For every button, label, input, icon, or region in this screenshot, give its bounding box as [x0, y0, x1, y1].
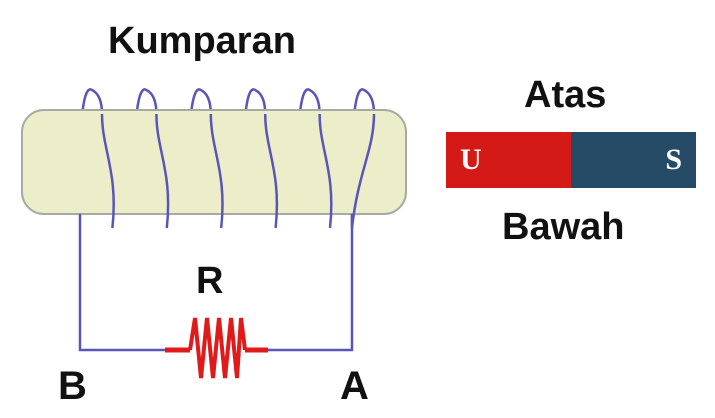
- wire-right: [268, 214, 354, 352]
- magnet-north-pole: U: [446, 132, 571, 188]
- coil-turn-front: [263, 113, 279, 229]
- resistor-label: R: [196, 260, 224, 302]
- coil-core: [21, 109, 407, 215]
- resistor-symbol: [165, 317, 268, 379]
- magnet-top-label: Atas: [524, 74, 607, 116]
- terminal-b-label: B: [58, 364, 87, 408]
- terminal-a-label: A: [340, 364, 369, 408]
- south-pole-letter: S: [665, 143, 682, 176]
- bar-magnet: U S: [446, 132, 696, 188]
- magnet-south-pole: S: [571, 132, 696, 188]
- coil-turn-front: [318, 113, 333, 229]
- coil-turn-front: [155, 113, 170, 229]
- magnet-bottom-label: Bawah: [502, 206, 625, 248]
- wire-left: [78, 214, 165, 352]
- north-pole-letter: U: [460, 143, 482, 176]
- coil-title: Kumparan: [108, 20, 296, 62]
- coil-turn-front: [350, 113, 376, 229]
- coil-turn-front: [209, 113, 224, 229]
- coil-front-wire: [100, 113, 376, 229]
- coil-turn-front: [100, 113, 115, 229]
- resistor-zigzag: [188, 317, 247, 379]
